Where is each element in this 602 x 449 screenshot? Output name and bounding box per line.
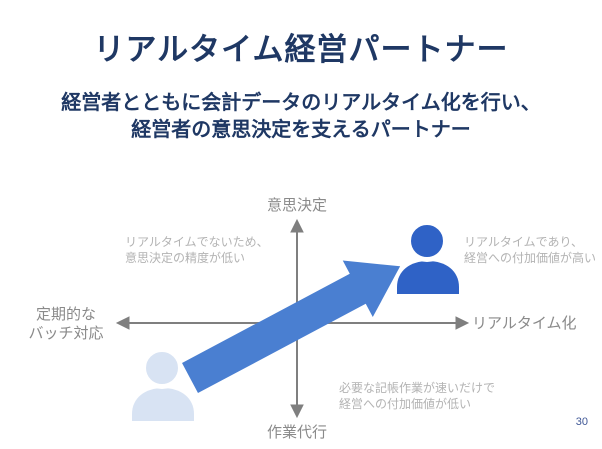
axis-label-decision: 意思決定 [266, 197, 327, 214]
annotation-top-right-line-1: リアルタイムであり、 [464, 235, 584, 249]
subtitle-line-2: 経営者の意思決定を支えるパートナー [131, 119, 471, 141]
annotation-top-right-line-2: 経営への付加価値が高い [464, 251, 597, 265]
annotation-top-left-line-1: リアルタイムでないため、 [125, 235, 269, 249]
transition-arrow-icon [182, 260, 401, 394]
axis-label-batch: 定期的な バッチ対応 [18, 305, 114, 343]
slide-title: リアルタイム経営パートナー [93, 32, 509, 67]
axis-arrowhead-up-icon [290, 218, 304, 233]
annotation-bottom-right: 必要な記帳作業が速いだけで 経営への付加価値が低い [339, 380, 495, 412]
page-number: 30 [575, 416, 588, 428]
slide-subtitle: 経営者とともに会計データのリアルタイム化を行い、 経営者の意思決定を支えるパート… [0, 90, 602, 144]
axis-arrowhead-right-icon [455, 316, 470, 330]
annotation-top-left: リアルタイムでないため、 意思決定の精度が低い [125, 234, 269, 266]
annotation-top-left-line-2: 意思決定の精度が低い [125, 251, 246, 265]
person-icon-dark [397, 220, 459, 294]
axis-left-line-2: バッチ対応 [28, 325, 104, 342]
axis-label-work-agency: 作業代行 [266, 424, 327, 441]
axis-left-line-1: 定期的な [35, 306, 96, 323]
subtitle-line-1: 経営者とともに会計データのリアルタイム化を行い、 [61, 92, 541, 114]
axis-arrowhead-down-icon [290, 404, 304, 419]
person-icon-light [132, 347, 194, 421]
axis-label-realtime: リアルタイム化 [472, 315, 577, 332]
axis-arrowhead-left-icon [115, 316, 130, 330]
annotation-bottom-right-line-2: 経営への付加価値が低い [339, 397, 472, 411]
annotation-bottom-right-line-1: 必要な記帳作業が速いだけで [339, 381, 496, 395]
annotation-top-right: リアルタイムであり、 経営への付加価値が高い [464, 234, 596, 266]
